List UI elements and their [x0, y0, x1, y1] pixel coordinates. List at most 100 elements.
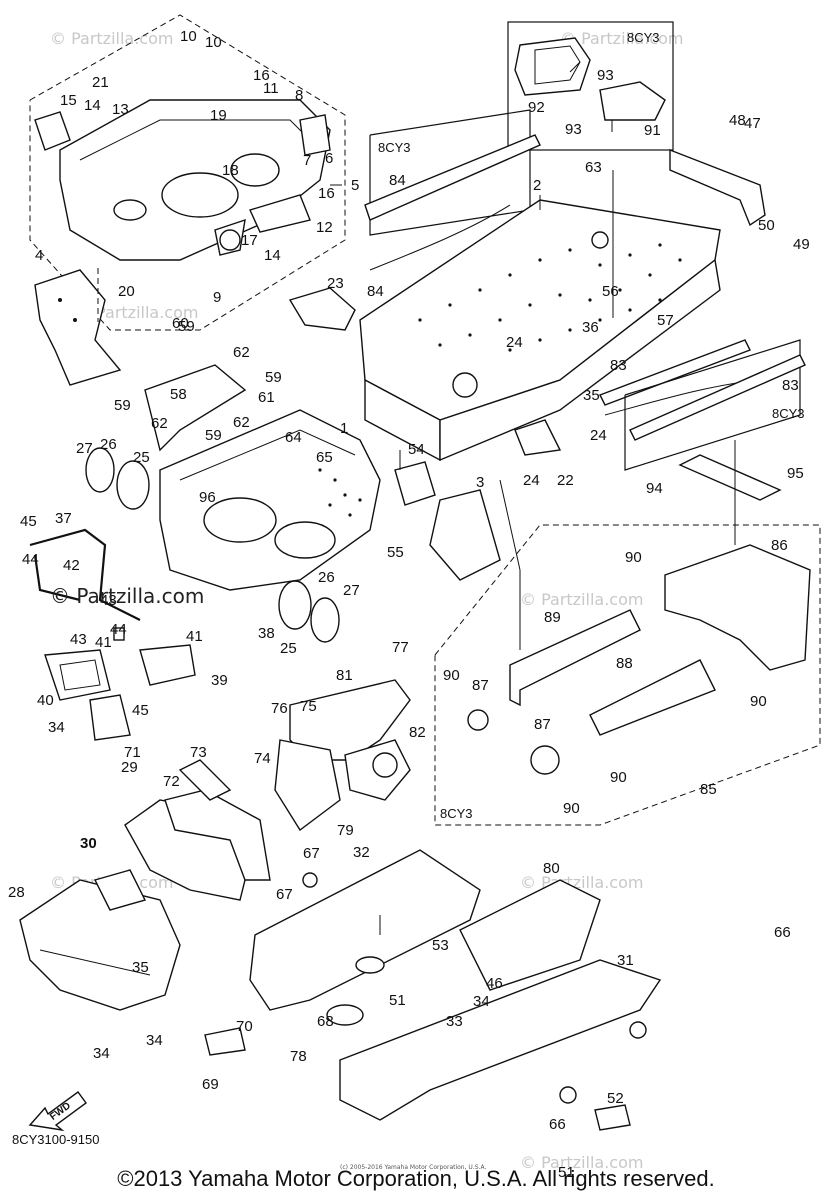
callout: 43: [70, 631, 87, 648]
callout: 93: [597, 67, 614, 84]
callout: 70: [236, 1018, 253, 1035]
callout: 36: [582, 319, 599, 336]
callout: 25: [133, 449, 150, 466]
callout: 90: [750, 693, 767, 710]
callout: 83: [610, 357, 627, 374]
callout: 15: [60, 92, 77, 109]
leader-lines: [330, 170, 736, 935]
callout: 40: [37, 692, 54, 709]
callout: 66: [549, 1116, 566, 1133]
callout: 34: [146, 1032, 163, 1049]
callout: 27: [343, 582, 360, 599]
callout: 94: [646, 480, 663, 497]
part-84-strip-a: [364, 134, 541, 221]
callout: 16: [318, 185, 335, 202]
callout: 65: [316, 449, 333, 466]
part-4-bracket: [34, 268, 122, 386]
callout: 83: [782, 377, 799, 394]
callout: 5: [351, 177, 359, 194]
part-84-strip-b: [369, 204, 511, 271]
callout: 25: [280, 640, 297, 657]
callout: 31: [617, 952, 634, 969]
callout: 35: [583, 387, 600, 404]
part-83-strip-c: [629, 354, 806, 441]
callout: 96: [199, 489, 216, 506]
nose-cover: [19, 869, 181, 1011]
callout: 53: [432, 937, 449, 954]
rear-parts: [467, 544, 811, 775]
callout: 93: [565, 121, 582, 138]
callout: 2: [533, 177, 541, 194]
callout: 30: [80, 835, 97, 852]
model-tag: 8CY3: [378, 140, 411, 155]
callout: 66: [774, 924, 791, 941]
callout: 61: [258, 389, 275, 406]
callout: 11: [263, 80, 279, 97]
callout: 34: [93, 1045, 110, 1062]
callout: 7: [303, 152, 311, 169]
callouts: 1 2 3 4 5 6 7 8 9 10 10 11 12 13 14 14 1…: [8, 28, 810, 1181]
callout: 63: [585, 159, 602, 176]
callout: 74: [254, 750, 271, 767]
callout: 80: [543, 860, 560, 877]
model-tag: 8CY3: [627, 30, 660, 45]
watermark: © Partzilla.com: [560, 29, 683, 48]
callout: 52: [607, 1090, 624, 1107]
callout: 75: [300, 698, 317, 715]
callout: 45: [132, 702, 149, 719]
part-26-gasket: [85, 447, 115, 493]
callout: 43: [100, 592, 117, 609]
callout: 79: [337, 822, 354, 839]
callout: 6: [325, 150, 333, 167]
copyright-small: (c) 2005-2016 Yamaha Motor Corporation, …: [340, 1164, 487, 1171]
callout: 21: [92, 74, 109, 91]
part-3-bracket: [429, 489, 501, 581]
callout: 59: [178, 318, 195, 335]
watermark: © Partzilla.com: [520, 873, 643, 892]
model-tag: 8CY3: [440, 806, 473, 821]
main-frame: [144, 364, 381, 591]
callout: 44: [22, 551, 39, 568]
callout: 49: [793, 236, 810, 253]
callout: 51: [558, 1164, 575, 1181]
figure-code: 8CY3100-9150: [12, 1132, 100, 1147]
callout: 13: [112, 101, 129, 118]
callout: 32: [353, 844, 370, 861]
callout: 90: [610, 769, 627, 786]
group-box-83: [624, 339, 801, 471]
part-40-bracket: [44, 649, 111, 701]
callout: 73: [190, 744, 207, 761]
callout: 14: [264, 247, 281, 264]
part-29-bracket: [89, 694, 131, 741]
callout: 71: [124, 744, 141, 761]
callout: 84: [367, 283, 384, 300]
callout: 67: [303, 845, 320, 862]
callout: 33: [446, 1013, 463, 1030]
callout: 19: [210, 107, 227, 124]
rear-belly-pan: [339, 879, 662, 1121]
callout: 22: [557, 472, 574, 489]
main-tunnel: [359, 199, 721, 462]
callout: 34: [48, 719, 65, 736]
callout: 86: [771, 537, 788, 554]
callout: 56: [602, 283, 619, 300]
callout: 81: [336, 667, 353, 684]
callout: 78: [290, 1048, 307, 1065]
callout: 23: [327, 275, 344, 292]
callout: 24: [506, 334, 523, 351]
part-66-plug: [629, 1021, 647, 1039]
front-frame-assembly: [34, 99, 331, 261]
callout: 16: [253, 67, 270, 84]
part-26-gasket-lower: [310, 597, 340, 643]
callout: 69: [202, 1076, 219, 1093]
callout: 24: [523, 472, 540, 489]
callout: 1: [340, 420, 348, 437]
callout: 88: [616, 655, 633, 672]
callout: 87: [472, 677, 489, 694]
part-67-plug: [302, 872, 318, 888]
callout: 39: [211, 672, 228, 689]
callout: 41: [186, 628, 203, 645]
callout: 26: [100, 436, 117, 453]
front-panels: [124, 759, 271, 901]
